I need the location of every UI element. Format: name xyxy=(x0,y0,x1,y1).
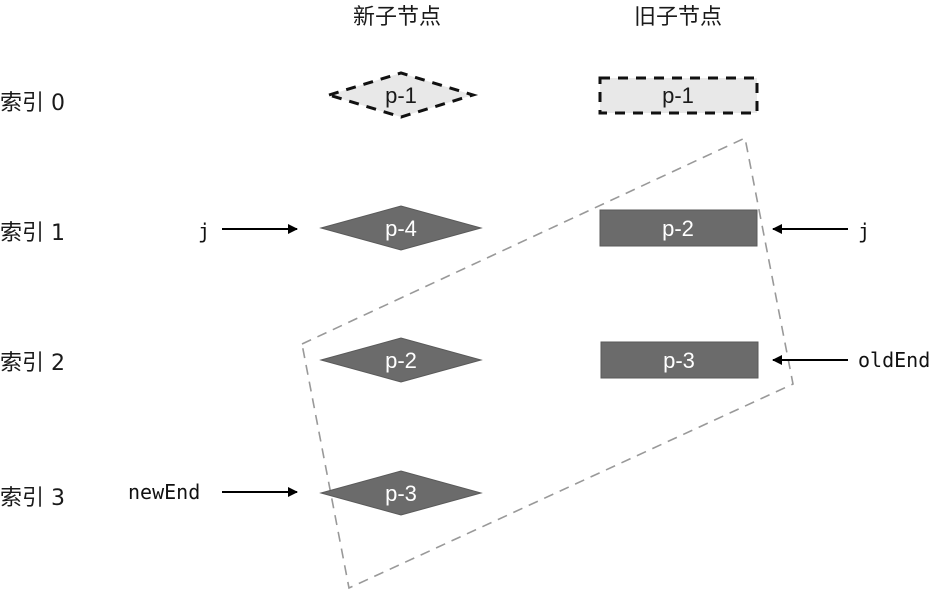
old-node-1-shape xyxy=(599,209,758,247)
new-node-0-label: p-1 xyxy=(385,83,417,108)
old-node-0-label: p-1 xyxy=(662,83,694,108)
header-old-children: 旧子节点 xyxy=(634,5,722,30)
new-node-0: p-1 xyxy=(323,71,479,119)
header-new-children: 新子节点 xyxy=(353,5,441,30)
old-node-1: p-2 xyxy=(599,209,758,247)
new-node-2-label: p-2 xyxy=(385,348,417,373)
old-node-2-label: p-3 xyxy=(663,348,695,373)
new-node-1: p-4 xyxy=(319,205,483,251)
new-node-1-label: p-4 xyxy=(385,216,417,241)
new-node-3-label: p-3 xyxy=(385,481,417,506)
old-node-2: p-3 xyxy=(600,341,759,379)
old-node-0-shape xyxy=(598,76,759,115)
pointer-old-end-label: oldEnd xyxy=(858,348,930,372)
row-index-label-3: 索引 3 xyxy=(0,486,65,511)
new-node-1-shape xyxy=(319,205,483,251)
pointer-new-j: j xyxy=(198,219,298,243)
row-index-label-2: 索引 2 xyxy=(0,351,65,376)
pointer-old-j-label: j xyxy=(858,219,870,243)
old-node-1-label: p-2 xyxy=(662,216,694,241)
row-index-label-0: 索引 0 xyxy=(0,91,65,116)
pointer-new-j-label: j xyxy=(198,219,210,243)
old-node-0: p-1 xyxy=(598,76,759,115)
pointer-old-j: j xyxy=(772,219,870,243)
new-node-2-shape xyxy=(319,337,483,383)
row-index-label-1: 索引 1 xyxy=(0,221,65,246)
pointer-new-end-label: newEnd xyxy=(128,480,200,504)
pointer-new-end: newEnd xyxy=(128,480,298,504)
new-node-0-shape xyxy=(323,71,479,119)
highlight-region xyxy=(301,136,794,590)
new-node-3: p-3 xyxy=(319,470,483,516)
pointer-old-end: oldEnd xyxy=(772,348,930,372)
new-node-3-shape xyxy=(319,470,483,516)
old-node-2-shape xyxy=(600,341,759,379)
new-node-2: p-2 xyxy=(319,337,483,383)
